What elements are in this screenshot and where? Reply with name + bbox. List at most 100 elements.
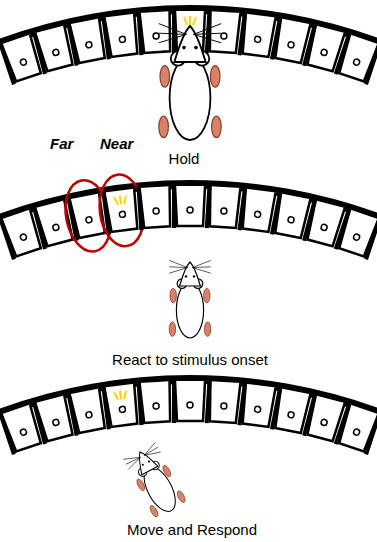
port-divider: [270, 16, 282, 60]
port-divider: [101, 15, 111, 59]
port-hole: [52, 224, 59, 231]
port-divider: [205, 184, 212, 228]
rat-paw: [160, 66, 170, 88]
nose-port: [95, 172, 148, 249]
port-hole: [221, 208, 227, 214]
port-hole: [52, 49, 59, 56]
rat-eye: [141, 463, 144, 466]
stimulus-light: [120, 196, 121, 205]
rat-body: [170, 56, 211, 140]
port-divider: [32, 31, 47, 75]
port-hole: [320, 224, 327, 231]
stimulus-light: [114, 197, 118, 205]
port-box: [140, 186, 173, 228]
port-divider: [334, 402, 352, 445]
nose-port: [205, 9, 241, 55]
stimulus-light: [114, 392, 118, 400]
rat-whisker: [169, 266, 187, 268]
rat: [169, 260, 211, 338]
rat-whisker: [126, 457, 141, 465]
port-hole: [85, 216, 92, 223]
rat-body: [176, 282, 203, 338]
port-hole: [353, 428, 361, 436]
port-hole: [254, 406, 261, 413]
port-box: [208, 11, 241, 53]
stimulus-light: [120, 391, 121, 400]
nose-port: [66, 16, 107, 66]
rat-whisker: [194, 34, 222, 42]
nose-port: [136, 184, 172, 230]
nose-port: [237, 11, 275, 59]
port-divider: [172, 9, 176, 53]
panel-caption: React to stimulus onset: [112, 351, 268, 369]
port-hole: [52, 419, 59, 426]
rat-whisker: [192, 260, 210, 267]
port-divider: [237, 11, 247, 55]
port-hole: [288, 411, 295, 418]
port-hole: [153, 33, 159, 39]
rat-head: [132, 448, 158, 475]
port-divider: [172, 184, 176, 228]
rat-paw: [210, 66, 220, 88]
rat-whisker: [169, 260, 187, 267]
nose-port: [237, 186, 275, 234]
port-divider: [334, 32, 352, 75]
port-hole: [119, 36, 126, 43]
rat-whisker: [159, 33, 187, 34]
port-hole: [187, 207, 193, 213]
port-divider: [101, 385, 111, 429]
port-box: [175, 381, 205, 421]
port-box: [140, 381, 173, 423]
port-divider: [364, 217, 377, 260]
port-hole: [320, 49, 327, 56]
port-hole: [119, 211, 126, 218]
rat-whisker: [192, 268, 210, 274]
stimulus-light: [123, 391, 127, 399]
port-divider: [136, 186, 143, 230]
distance-label: Near: [100, 135, 133, 153]
port-divider: [364, 42, 377, 85]
rat-whisker: [192, 266, 210, 268]
port-divider: [136, 381, 143, 425]
port-hole: [254, 211, 261, 218]
rat-paw: [159, 116, 169, 138]
rat-eye: [194, 46, 198, 50]
rat-paw: [204, 288, 210, 302]
port-arc: [0, 375, 377, 455]
rat: [159, 24, 221, 140]
port-hole: [288, 41, 295, 48]
nose-port: [237, 381, 275, 429]
port-hole: [119, 406, 126, 413]
port-divider: [237, 186, 247, 230]
port-divider: [66, 22, 78, 66]
panel-caption: Move and Respond: [127, 521, 257, 539]
stimulus-light: [189, 16, 191, 25]
nose-port: [172, 184, 205, 228]
nose-port: [101, 382, 139, 430]
nose-port: [205, 379, 241, 425]
stimulus-light: [184, 17, 187, 25]
port-divider: [32, 206, 47, 250]
port-hole: [353, 58, 361, 66]
port-divider: [237, 381, 247, 425]
port-hole: [20, 233, 28, 241]
rat-whisker: [194, 33, 222, 34]
port-divider: [302, 393, 317, 437]
port-divider: [302, 198, 317, 242]
port-arc: [0, 172, 377, 260]
distance-label: Far: [50, 135, 73, 153]
port-divider: [0, 412, 16, 455]
port-hole: [20, 428, 28, 436]
rat-whisker: [159, 34, 187, 42]
port-divider: [0, 217, 16, 260]
port-divider: [270, 386, 282, 430]
port-box: [140, 11, 173, 53]
port-box: [175, 186, 205, 226]
port-hole: [153, 208, 159, 214]
rat-whisker: [194, 24, 222, 35]
nose-port: [66, 386, 107, 436]
nose-port: [172, 379, 205, 423]
rat-eye: [148, 460, 151, 463]
port-divider: [32, 401, 47, 445]
